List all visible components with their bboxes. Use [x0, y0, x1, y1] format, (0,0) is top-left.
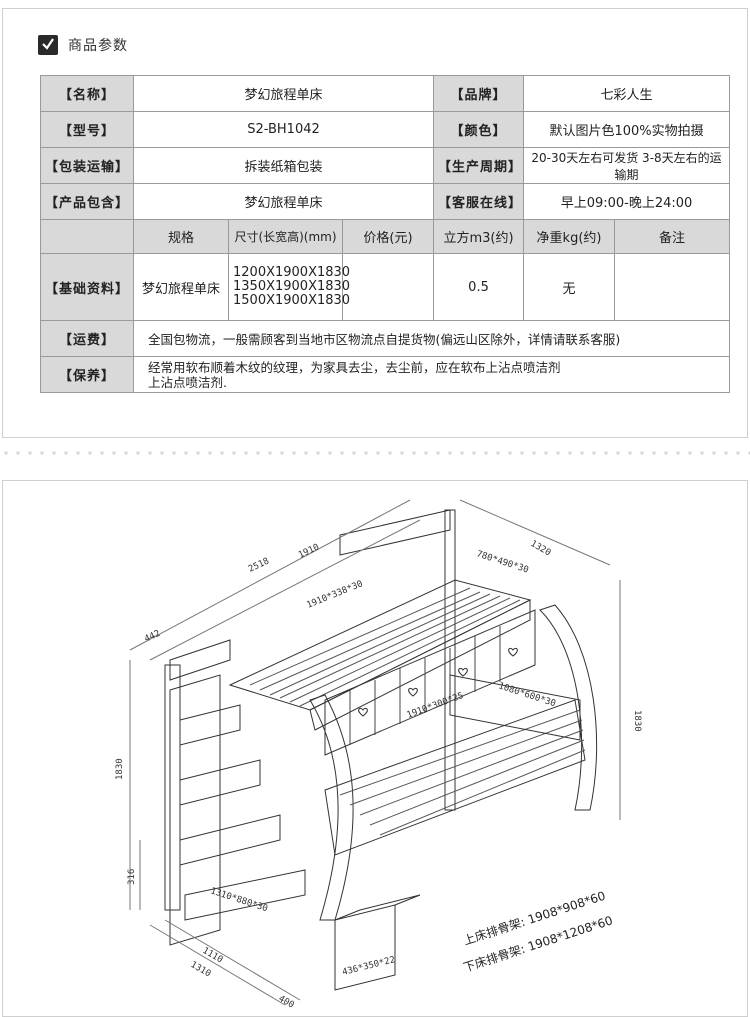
dim-rail-top: 1910*338*30 — [305, 579, 364, 611]
contents-value: 梦幻旅程单床 — [132, 183, 435, 220]
col-header-size: 尺寸(长宽高)(mm) — [228, 219, 343, 254]
dim-stairs: 1310*880*30 — [209, 886, 269, 914]
cycle-value: 20-30天左右可发货 3-8天左右的运输期 — [523, 147, 731, 184]
brand-value: 七彩人生 — [523, 75, 731, 112]
col-header-price: 价格(元) — [341, 219, 435, 254]
brand-label: 【品牌】 — [433, 75, 525, 112]
color-label: 【颜色】 — [433, 111, 525, 148]
table-row: 【名称】 梦幻旅程单床 【品牌】 七彩人生 — [40, 75, 731, 112]
pack-value: 拆装纸箱包装 — [132, 147, 435, 184]
head-rail — [339, 509, 451, 556]
dim-442: 442 — [143, 629, 162, 645]
col-header-weight: 净重kg(约) — [523, 219, 616, 254]
foot-board — [449, 674, 581, 741]
section-title: 商品参数 — [68, 38, 128, 54]
col-header-note: 备注 — [614, 219, 731, 254]
note-value — [614, 253, 731, 321]
model-label: 【型号】 — [40, 111, 134, 148]
price-value — [341, 253, 435, 321]
weight-value: 无 — [523, 253, 616, 321]
table-row: 规格 尺寸(长宽高)(mm) 价格(元) 立方m3(约) 净重kg(约) 备注 — [40, 219, 731, 254]
heart-icon — [358, 647, 518, 717]
basic-label: 【基础资料】 — [40, 253, 134, 321]
dim-rail-head: 780*490*30 — [475, 549, 530, 575]
care-label: 【保养】 — [40, 356, 134, 393]
service-label: 【客服在线】 — [433, 183, 525, 220]
table-row: 【保养】 经常用软布顺着木纹的纹理，为家具去尘，去尘前，应在软布上沾点喷洁剂 上… — [40, 356, 731, 393]
drawing-panel — [2, 480, 748, 1017]
dim-drawer: 436*350*22 — [341, 955, 396, 978]
dim-rail-foot: 1080*600*30 — [497, 681, 557, 709]
table-row: 【型号】 S2-BH1042 【颜色】 默认图片色100%实物拍摄 — [40, 111, 731, 148]
dims-value: 1200X1900X1830 1350X1900X1830 1500X1900X… — [228, 253, 351, 321]
dim-316: 316 — [127, 869, 137, 885]
pack-label: 【包装运输】 — [40, 147, 134, 184]
table-row: 【基础资料】 梦幻旅程单床 1200X1900X1830 1350X1900X1… — [40, 253, 731, 321]
dims-line: 1500X1900X1830 — [233, 293, 351, 308]
checkmark-icon — [38, 35, 58, 55]
section-header: 商品参数 — [38, 32, 128, 58]
bunk-bed-drawing: 2518 1910 1320 442 1830 1830 316 1910*33… — [115, 499, 642, 1010]
shipping-label: 【运费】 — [40, 320, 134, 357]
stairs-side — [169, 674, 221, 946]
model-value: S2-BH1042 — [132, 111, 435, 148]
color-value: 默认图片色100%实物拍摄 — [523, 111, 731, 148]
name-value: 梦幻旅程单床 — [132, 75, 435, 112]
drawer — [334, 904, 396, 991]
cycle-label: 【生产周期】 — [433, 147, 525, 184]
care-line: 经常用软布顺着木纹的纹理，为家具去尘，去尘前，应在软布上沾点喷洁剂 — [148, 359, 561, 375]
contents-label: 【产品包含】 — [40, 183, 134, 220]
lower-bed — [324, 699, 586, 856]
name-label: 【名称】 — [40, 75, 134, 112]
dim-2518: 2518 — [247, 556, 271, 574]
col-header-spec: 规格 — [133, 219, 229, 254]
volume-value: 0.5 — [433, 253, 525, 321]
dims-line: 1200X1900X1830 — [233, 265, 351, 280]
shipping-value: 全国包物流，一般需顾客到当地市区物流点自提货物(偏远山区除外，详情请联系客服) — [132, 320, 731, 357]
col-header-volume: 立方m3(约) — [433, 219, 525, 254]
dim-1830-right: 1830 — [632, 710, 642, 732]
front-rail — [324, 609, 536, 756]
table-row: 【产品包含】 梦幻旅程单床 【客服在线】 早上09:00-晚上24:00 — [40, 183, 731, 220]
dim-1320: 1320 — [529, 539, 553, 559]
dim-400: 400 — [277, 994, 296, 1010]
table-row: 【包装运输】 拆装纸箱包装 【生产周期】 20-30天左右可发货 3-8天左右的… — [40, 147, 731, 184]
service-value: 早上09:00-晚上24:00 — [523, 183, 731, 220]
dims-line: 1350X1900X1830 — [233, 279, 351, 294]
dotted-divider — [0, 450, 750, 456]
dim-1910: 1910 — [297, 542, 321, 560]
foot-post — [164, 664, 181, 911]
blank-cell — [40, 219, 134, 254]
care-line: 上沾点喷洁剂. — [148, 374, 227, 390]
table-row: 【运费】 全国包物流，一般需顾客到当地市区物流点自提货物(偏远山区除外，详情请联… — [40, 320, 731, 357]
dim-1830-left: 1830 — [115, 758, 125, 780]
spec-value: 梦幻旅程单床 — [133, 253, 229, 321]
dim-1310: 1310 — [189, 960, 213, 980]
head-post — [444, 509, 456, 811]
care-value: 经常用软布顺着木纹的纹理，为家具去尘，去尘前，应在软布上沾点喷洁剂 上沾点喷洁剂… — [132, 356, 731, 393]
spec-table: 【名称】 梦幻旅程单床 【品牌】 七彩人生 【型号】 S2-BH1042 【颜色… — [40, 75, 731, 393]
